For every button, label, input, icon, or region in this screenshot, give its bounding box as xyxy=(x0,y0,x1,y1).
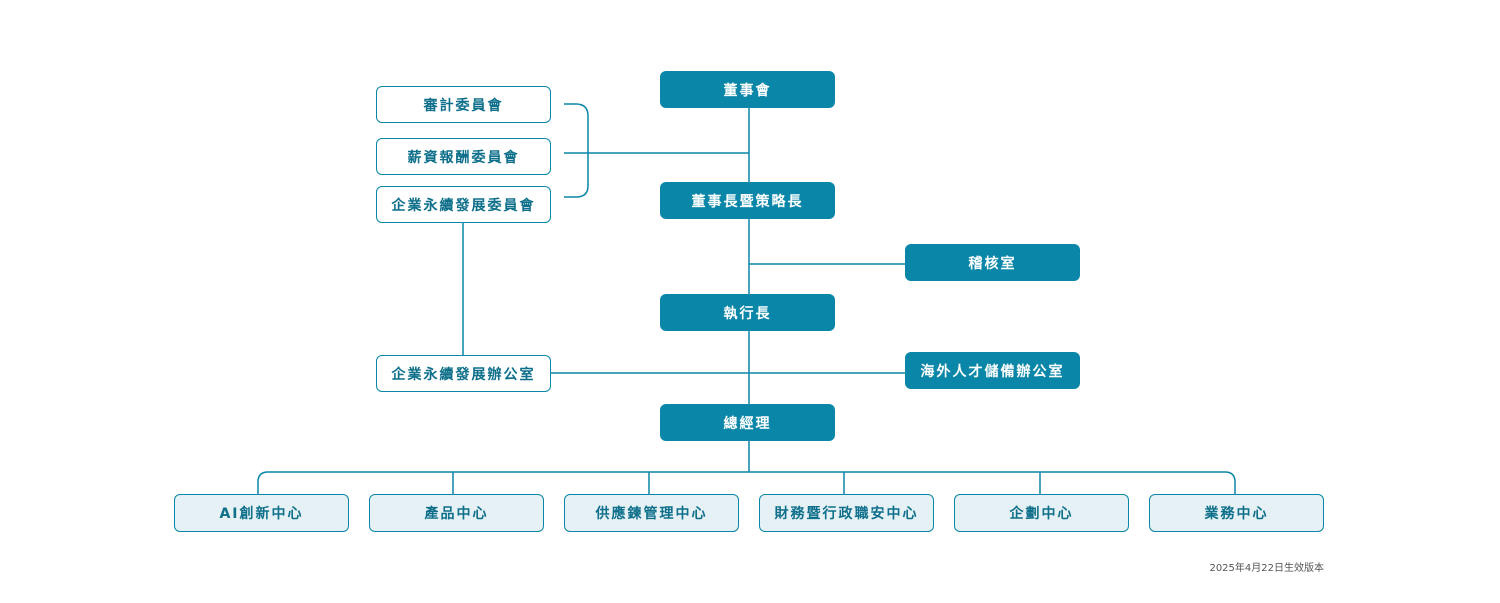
center-box-supply-chain: 供應鍊管理中心 xyxy=(564,494,739,532)
overseas-office-box: 海外人才儲備辦公室 xyxy=(905,352,1080,389)
center-box-planning: 企劃中心 xyxy=(954,494,1129,532)
effective-date-note: 2025年4月22日生效版本 xyxy=(1209,563,1324,574)
board-box: 董事會 xyxy=(660,71,835,108)
center-box-product: 產品中心 xyxy=(369,494,544,532)
centers-bus xyxy=(257,471,1236,494)
committee-bracket xyxy=(564,103,589,198)
center-box-finance-admin: 財務暨行政職安中心 xyxy=(759,494,934,532)
ceo-box: 執行長 xyxy=(660,294,835,331)
center-box-ai: AI創新中心 xyxy=(174,494,349,532)
sustainability-office-box: 企業永續發展辦公室 xyxy=(376,355,551,392)
center-box-sales: 業務中心 xyxy=(1149,494,1324,532)
general-manager-box: 總經理 xyxy=(660,404,835,441)
compensation-committee-box: 薪資報酬委員會 xyxy=(376,138,551,175)
sustainability-committee-box: 企業永續發展委員會 xyxy=(376,186,551,223)
chairman-box: 董事長暨策略長 xyxy=(660,182,835,219)
audit-committee-box: 審計委員會 xyxy=(376,86,551,123)
audit-office-box: 稽核室 xyxy=(905,244,1080,281)
